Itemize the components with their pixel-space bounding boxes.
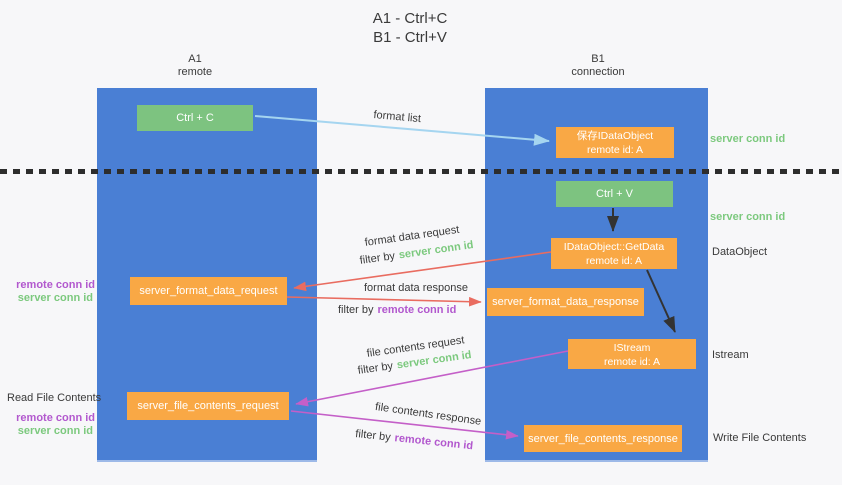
node-istream-line1: IStream [613,342,651,354]
node-ctrl-v-label: Ctrl + V [596,188,633,200]
annotation-server-conn-id-2: server conn id [17,425,93,437]
lifeline-a1-role: remote [177,66,213,78]
lifeline-b1-role: connection [571,66,625,78]
filter-by-text: filter by [359,250,396,267]
node-server-format-data-response: server_format_data_response [487,288,644,316]
lifeline-b1-name: B1 [591,53,605,65]
node-file-response-label: server_file_contents_response [528,432,678,445]
lifeline-header-b1: B1 connection [543,53,653,79]
node-server-file-contents-request: server_file_contents_request [127,392,289,420]
node-getdata-line1: IDataObject::GetData [563,241,665,253]
node-ctrl-c: Ctrl + C [137,105,253,131]
node-ctrl-c-label: Ctrl + C [176,112,214,124]
node-file-request-label: server_file_contents_request [137,400,279,412]
node-save-idataobject-line1: 保存IDataObject [576,130,654,142]
filter-by-text: filter by [357,360,394,377]
diagram-title: A1 - Ctrl+C B1 - Ctrl+V [320,9,500,47]
annotation-istream: Istream [712,349,749,361]
arrow-label-format-list: format list [372,109,422,126]
annotation-remote-conn-id-1: remote conn id [16,279,95,291]
node-ctrl-v: Ctrl + V [556,181,673,207]
node-format-request-label: server_format_data_request [139,285,278,297]
node-istream: IStream remote id: A [568,339,696,369]
remote-conn-id-text: remote conn id [377,304,457,316]
phase-divider-dashed-line [0,169,842,174]
annotation-server-conn-id-1: server conn id [17,292,93,304]
title-line-2: B1 - Ctrl+V [373,29,447,46]
filter-by-text: filter by [354,428,392,444]
annotation-server-conn-id-mid: server conn id [710,211,786,223]
annotation-read-file-contents: Read File Contents [7,392,102,404]
title-line-1: A1 - Ctrl+C [372,10,448,27]
node-server-format-data-request: server_format_data_request [130,277,287,305]
annotation-remote-conn-id-2: remote conn id [16,412,95,424]
node-server-file-contents-response: server_file_contents_response [524,425,682,452]
filter-by-text: filter by [338,304,374,316]
arrow-label-file-contents-response: file contents response [374,401,482,428]
annotation-write-file-contents: Write File Contents [713,432,807,444]
remote-conn-id-text: remote conn id [393,432,474,453]
node-save-idataobject-line2: remote id: A [586,144,644,156]
node-getdata-line2: remote id: A [585,255,643,267]
lifeline-header-a1: A1 remote [140,53,250,79]
annotation-dataobject: DataObject [712,246,768,258]
lifeline-a1-name: A1 [188,53,202,65]
node-istream-line2: remote id: A [603,356,661,368]
node-save-idataobject: 保存IDataObject remote id: A [556,127,674,158]
node-format-response-label: server_format_data_response [492,296,639,308]
arrow-label-format-data-response: format data response [364,282,468,294]
node-idataobject-getdata: IDataObject::GetData remote id: A [551,238,677,269]
annotation-server-conn-id-top: server conn id [710,133,786,145]
